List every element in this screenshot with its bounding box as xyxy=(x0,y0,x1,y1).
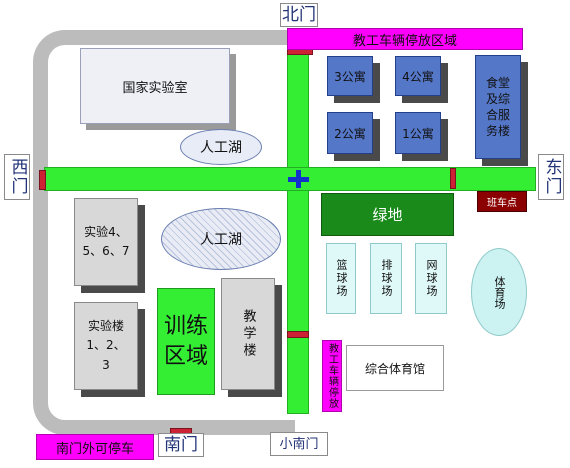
artificial-lake-north: 人工湖 xyxy=(180,129,262,165)
ring-road xyxy=(33,30,295,435)
shuttle-stop: 班车点 xyxy=(477,191,527,212)
south-gate-label: 南门 xyxy=(158,433,204,457)
north-south-road xyxy=(287,48,309,414)
dorm-2: 2公寓 xyxy=(327,112,373,154)
sports-hall: 综合体育馆 xyxy=(346,345,444,391)
west-gate-marker xyxy=(39,170,46,190)
dorm-1: 1公寓 xyxy=(395,112,441,154)
volleyball-court: 排球场 xyxy=(370,243,402,314)
north-parking-zone: 教工车辆停放区域 xyxy=(287,28,523,50)
green-space: 绿地 xyxy=(321,193,454,236)
tennis-court: 网球场 xyxy=(415,243,447,314)
cross-icon xyxy=(288,170,309,188)
teaching-building-label: 教学楼 xyxy=(240,308,256,360)
east-gate-label: 东门 xyxy=(538,154,564,200)
east-gate-marker xyxy=(450,168,456,189)
lab-buildings-4-7: 实验4、5、6、7 xyxy=(74,198,138,286)
dorm-4: 4公寓 xyxy=(395,56,441,96)
south-outside-parking: 南门外可停车 xyxy=(36,434,154,460)
small-south-gate-label: 小南门 xyxy=(270,432,328,456)
west-gate-label: 西门 xyxy=(4,154,30,200)
east-staff-parking: 教工车辆停放 xyxy=(322,340,342,412)
canteen-service-building: 食堂及综合服务楼 xyxy=(475,55,521,159)
teaching-building: 教学楼 xyxy=(221,278,275,390)
national-lab: 国家实验室 xyxy=(80,48,230,124)
training-area: 训练区域 xyxy=(157,288,215,395)
east-staff-parking-label: 教工车辆停放 xyxy=(326,343,338,409)
lab-buildings-1-3: 实验楼 1、2、3 xyxy=(74,302,138,390)
dorm-3: 3公寓 xyxy=(327,56,373,96)
artificial-lake-south: 人工湖 xyxy=(161,208,281,270)
stadium: 体育场 xyxy=(471,248,527,336)
basketball-court: 篮球场 xyxy=(326,243,356,314)
north-gate-label: 北门 xyxy=(280,3,318,27)
inner-gate-marker xyxy=(287,331,309,338)
